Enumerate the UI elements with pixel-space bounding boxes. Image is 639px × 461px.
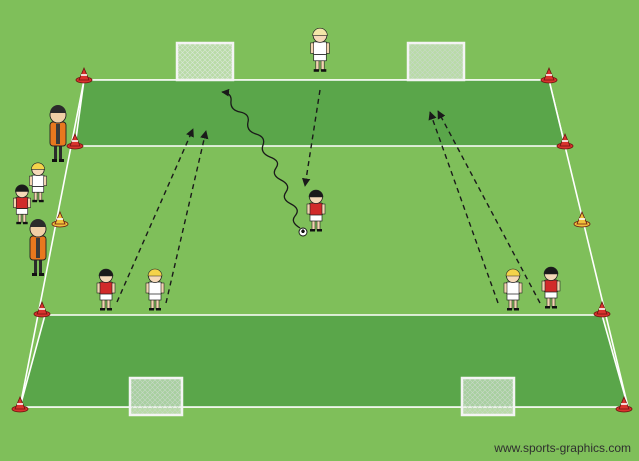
top-end-zone	[75, 80, 565, 146]
credit-text: www.sports-graphics.com	[494, 441, 631, 455]
goal-bottom-left	[130, 378, 182, 415]
goal-top-right	[408, 43, 464, 80]
goal-top-left	[177, 43, 233, 80]
soccer-ball-icon	[299, 228, 307, 236]
goal-bottom-right	[462, 378, 514, 415]
bottom-end-zone	[20, 315, 628, 407]
